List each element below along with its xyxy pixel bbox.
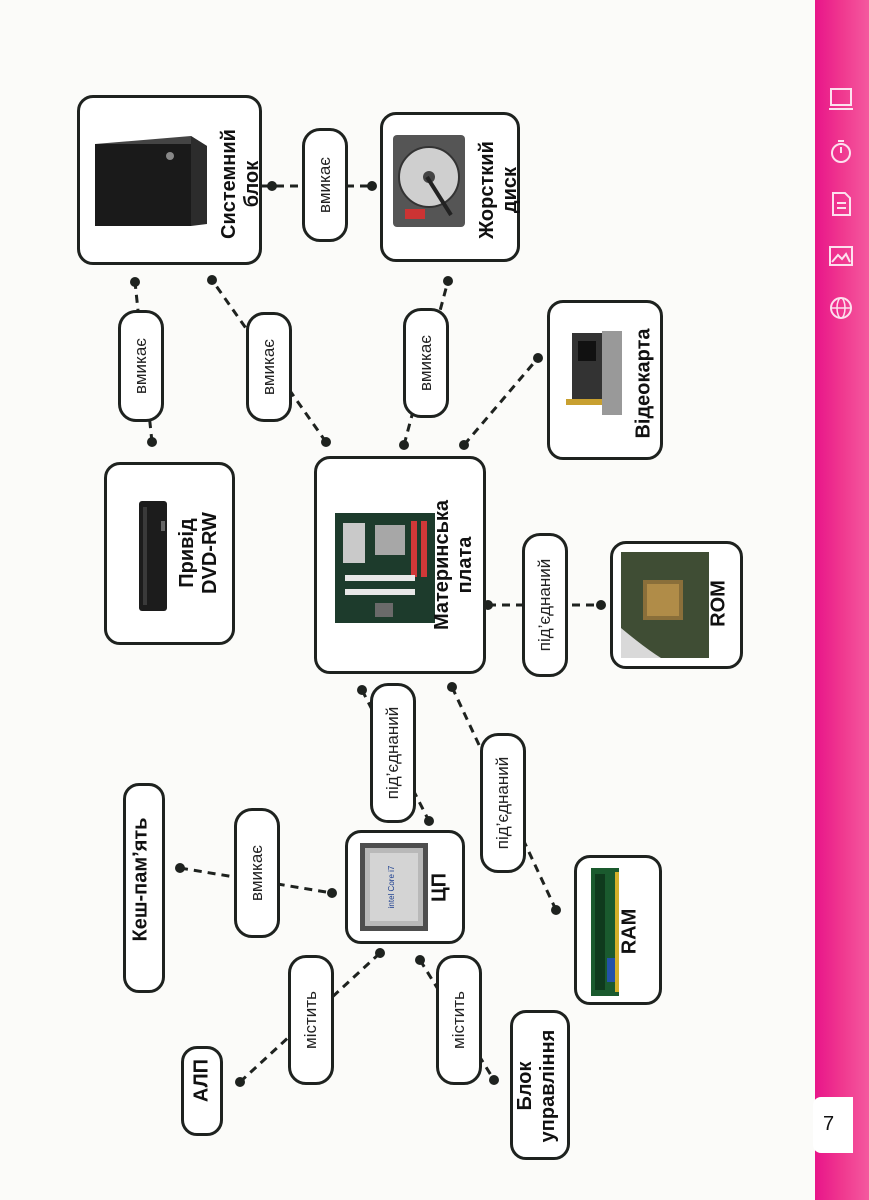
edge-label-mb-rom: під’єднаний xyxy=(522,533,568,677)
node-system-unit: Системний блок xyxy=(77,95,263,265)
dot xyxy=(207,275,217,285)
dot xyxy=(327,888,337,898)
node-motherboard: Материнська плата xyxy=(314,456,486,674)
edge-label-cpu-mb: під’єднаний xyxy=(370,683,416,823)
monitor-icon xyxy=(829,88,853,110)
line-mb-videocard xyxy=(462,357,540,446)
node-label: Кеш-пам’ять xyxy=(129,817,152,942)
page-sidebar xyxy=(815,0,869,1200)
dot xyxy=(415,955,425,965)
node-label: RAM xyxy=(618,908,641,955)
node-dvd: Привід DVD-RW xyxy=(104,462,235,645)
edge-label-system-hdd: вмикає xyxy=(302,128,348,242)
dot xyxy=(375,948,385,958)
dot xyxy=(596,600,606,610)
node-label: Жорсткий диск xyxy=(476,141,521,239)
node-cache: Кеш-пам’ять xyxy=(123,783,165,993)
node-label: Відеокарта xyxy=(632,328,655,439)
line-cpu-alu xyxy=(238,951,382,1084)
node-cpu: intel Core i7 ЦП xyxy=(345,830,465,944)
edge-text: вмикає xyxy=(416,335,435,391)
node-label: ЦП xyxy=(428,873,451,902)
dot xyxy=(533,353,543,363)
dvd-drive-image xyxy=(139,501,167,611)
motherboard-image xyxy=(335,513,435,623)
dot xyxy=(489,1075,499,1085)
node-alu: АЛП xyxy=(181,1046,223,1136)
node-hard-disk: Жорсткий диск xyxy=(380,112,521,262)
page-number-tab: 7 xyxy=(813,1097,853,1153)
dot xyxy=(147,437,157,447)
cpu-chip-image: intel Core i7 xyxy=(360,843,428,931)
videocard-image xyxy=(566,331,622,415)
dot xyxy=(443,276,453,286)
edge-label-mb-system: вмикає xyxy=(246,312,292,422)
edge-label-cpu-control: містить xyxy=(436,955,482,1085)
timer-icon xyxy=(831,140,851,163)
dot xyxy=(175,863,185,873)
dot xyxy=(483,600,493,610)
edge-label-cpu-alu: містить xyxy=(288,955,334,1085)
node-videocard: Відеокарта xyxy=(547,300,663,460)
edge-label-cpu-cache: вмикає xyxy=(234,808,280,938)
node-label: Материнська плата xyxy=(431,499,476,631)
node-label: Привід DVD-RW xyxy=(176,512,221,594)
edge-text: під’єднаний xyxy=(383,706,402,800)
dot xyxy=(459,440,469,450)
image-icon xyxy=(829,246,853,266)
dot xyxy=(424,816,434,826)
system-unit-image xyxy=(95,136,207,226)
page-number: 7 xyxy=(823,1113,835,1135)
node-label: Блок управління xyxy=(514,1029,559,1143)
dot xyxy=(447,682,457,692)
edge-text: вмикає xyxy=(131,338,150,394)
dot xyxy=(551,905,561,915)
node-control-unit: Блок управління xyxy=(510,1010,570,1160)
hard-disk-image xyxy=(393,135,465,227)
edge-label-mb-hdd: вмикає xyxy=(403,308,449,418)
dot xyxy=(321,437,331,447)
node-label: АЛП xyxy=(190,1058,213,1103)
edge-text: вмикає xyxy=(259,339,278,395)
node-rom: ROM xyxy=(610,541,743,669)
dot xyxy=(367,181,377,191)
edge-text: містить xyxy=(449,991,468,1049)
dot xyxy=(399,440,409,450)
cpu-chip-text: intel Core i7 xyxy=(387,865,396,908)
dot xyxy=(357,685,367,695)
node-ram: RAM xyxy=(574,855,662,1005)
edge-text: вмикає xyxy=(315,157,334,213)
edge-label-dvd-system: вмикає xyxy=(118,310,164,422)
dot xyxy=(235,1077,245,1087)
document-icon xyxy=(832,192,851,216)
node-label: Системний блок xyxy=(218,129,263,239)
edge-text: містить xyxy=(301,991,320,1049)
dot xyxy=(267,181,277,191)
ram-module-image xyxy=(591,868,619,996)
dot xyxy=(130,277,140,287)
rom-chip-image xyxy=(621,552,709,658)
edge-label-ram-mb: під’єднаний xyxy=(480,733,526,873)
edge-text: під’єднаний xyxy=(535,558,554,652)
node-label: ROM xyxy=(707,580,730,627)
edge-text: вмикає xyxy=(247,845,266,901)
globe-icon xyxy=(830,297,852,319)
edge-text: під’єднаний xyxy=(493,756,512,850)
